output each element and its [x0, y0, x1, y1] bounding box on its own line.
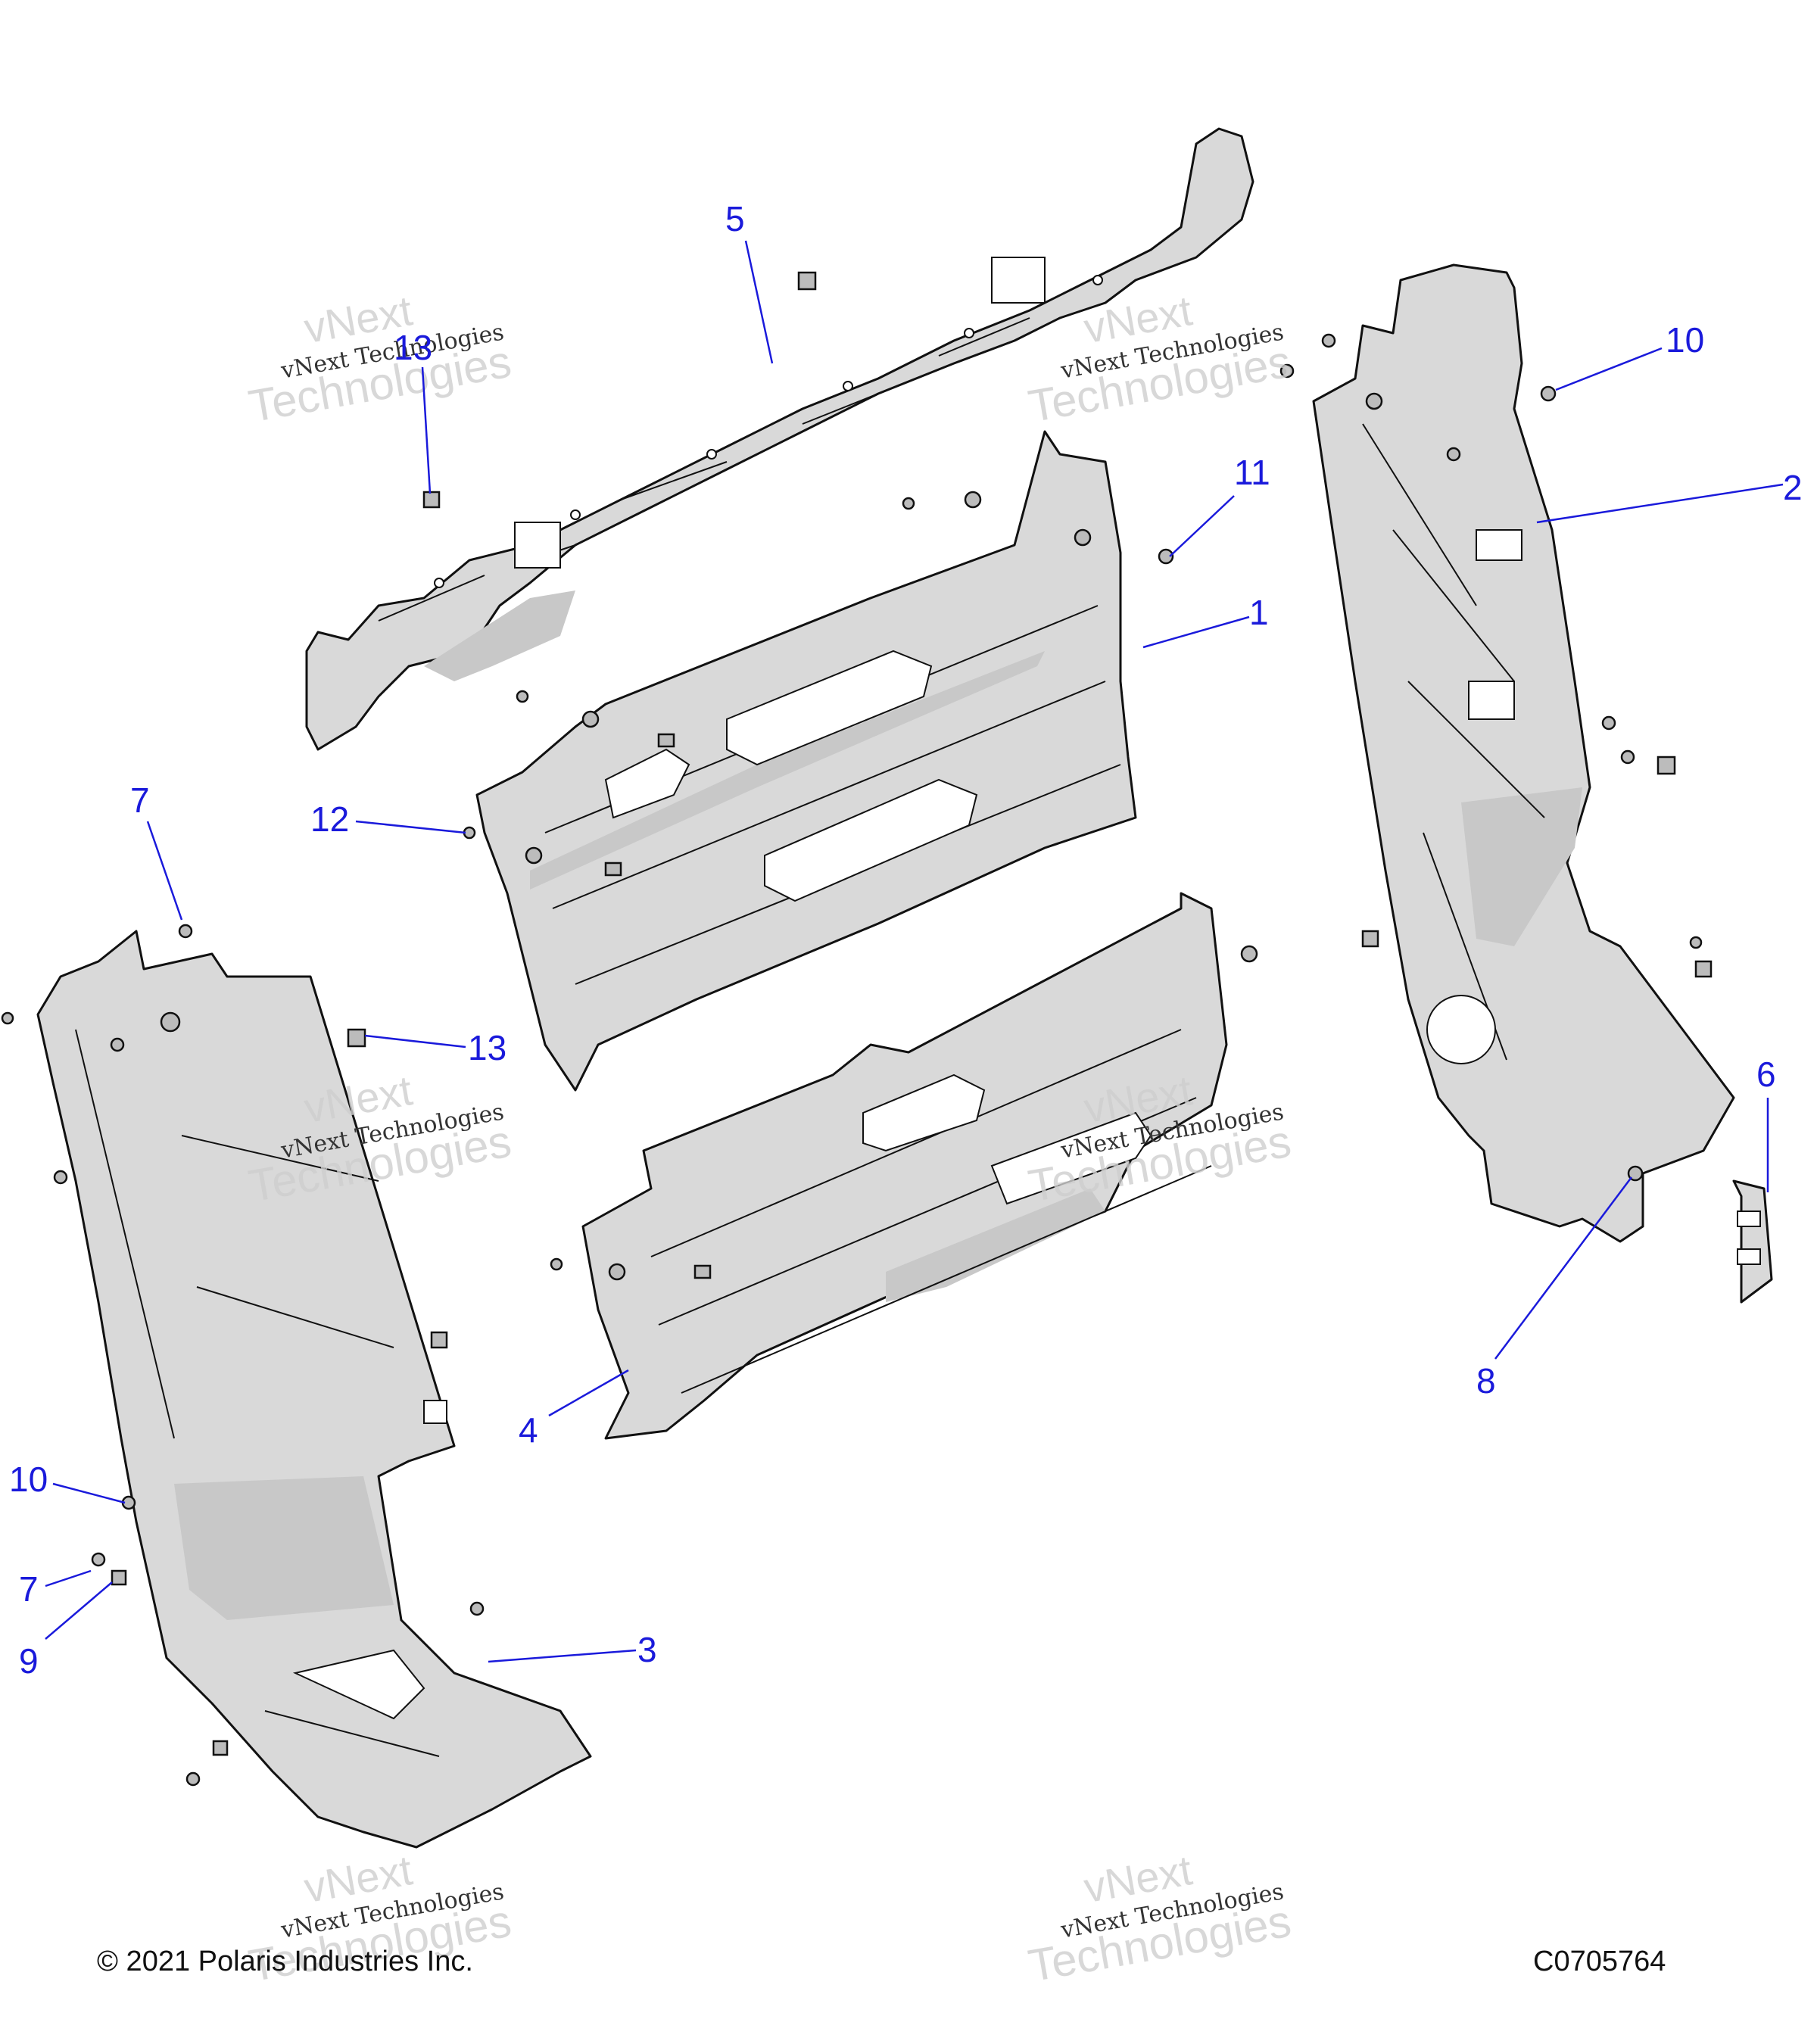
callout-labels: 1 2 3 4 5 6 7 7 8 9 10 10 11 12 13 13 [9, 199, 1803, 1681]
callout-9: 9 [19, 1641, 39, 1681]
part-4-lower-panel [581, 892, 1258, 1440]
callout-8: 8 [1476, 1361, 1496, 1401]
callout-12: 12 [310, 799, 349, 839]
leader-13b [364, 1034, 466, 1048]
watermark-2: vNext vNext Technologies Technologies [1025, 286, 1295, 432]
callout-7a: 7 [130, 781, 150, 820]
watermark-6: vNext vNext Technologies Technologies [1025, 1846, 1295, 1991]
callout-2: 2 [1783, 468, 1803, 507]
callout-3: 3 [637, 1630, 657, 1669]
leader-2 [1536, 483, 1784, 524]
leader-10a [1555, 347, 1663, 391]
callout-10a: 10 [1666, 320, 1704, 360]
part-1-upper-panel [475, 430, 1137, 1092]
callout-7b: 7 [19, 1569, 39, 1609]
part-5-upper-rail [305, 127, 1254, 751]
callout-6: 6 [1756, 1055, 1776, 1094]
leader-13a [421, 366, 432, 494]
diagram-code: C0705764 [1533, 1946, 1666, 1977]
leader-10b [52, 1482, 126, 1504]
callout-11: 11 [1234, 453, 1270, 492]
callout-13a: 13 [394, 328, 432, 367]
small-fasteners [1, 271, 1713, 1787]
callout-5: 5 [725, 199, 745, 238]
leader-7b [45, 1569, 92, 1588]
callout-1: 1 [1249, 593, 1269, 632]
part-6-clip [1732, 1179, 1773, 1304]
leader-4 [548, 1369, 629, 1417]
part-3-left-side-panel [36, 930, 592, 1849]
callout-10b: 10 [9, 1460, 48, 1499]
part-2-right-side-panel [1312, 263, 1735, 1243]
leader-lines [45, 240, 1784, 1663]
leader-3 [488, 1649, 637, 1663]
leader-5 [744, 240, 774, 364]
watermark-1: vNext vNext Technologies Technologies [245, 286, 516, 432]
callout-13b: 13 [468, 1028, 506, 1067]
leader-9 [45, 1581, 113, 1640]
leader-8 [1494, 1176, 1632, 1360]
leader-1 [1142, 615, 1250, 649]
leader-11 [1169, 495, 1235, 557]
callout-4: 4 [519, 1410, 538, 1450]
leader-7a [146, 821, 183, 921]
copyright-text: © 2021 Polaris Industries Inc. [97, 1946, 473, 1977]
leader-12 [355, 820, 466, 834]
